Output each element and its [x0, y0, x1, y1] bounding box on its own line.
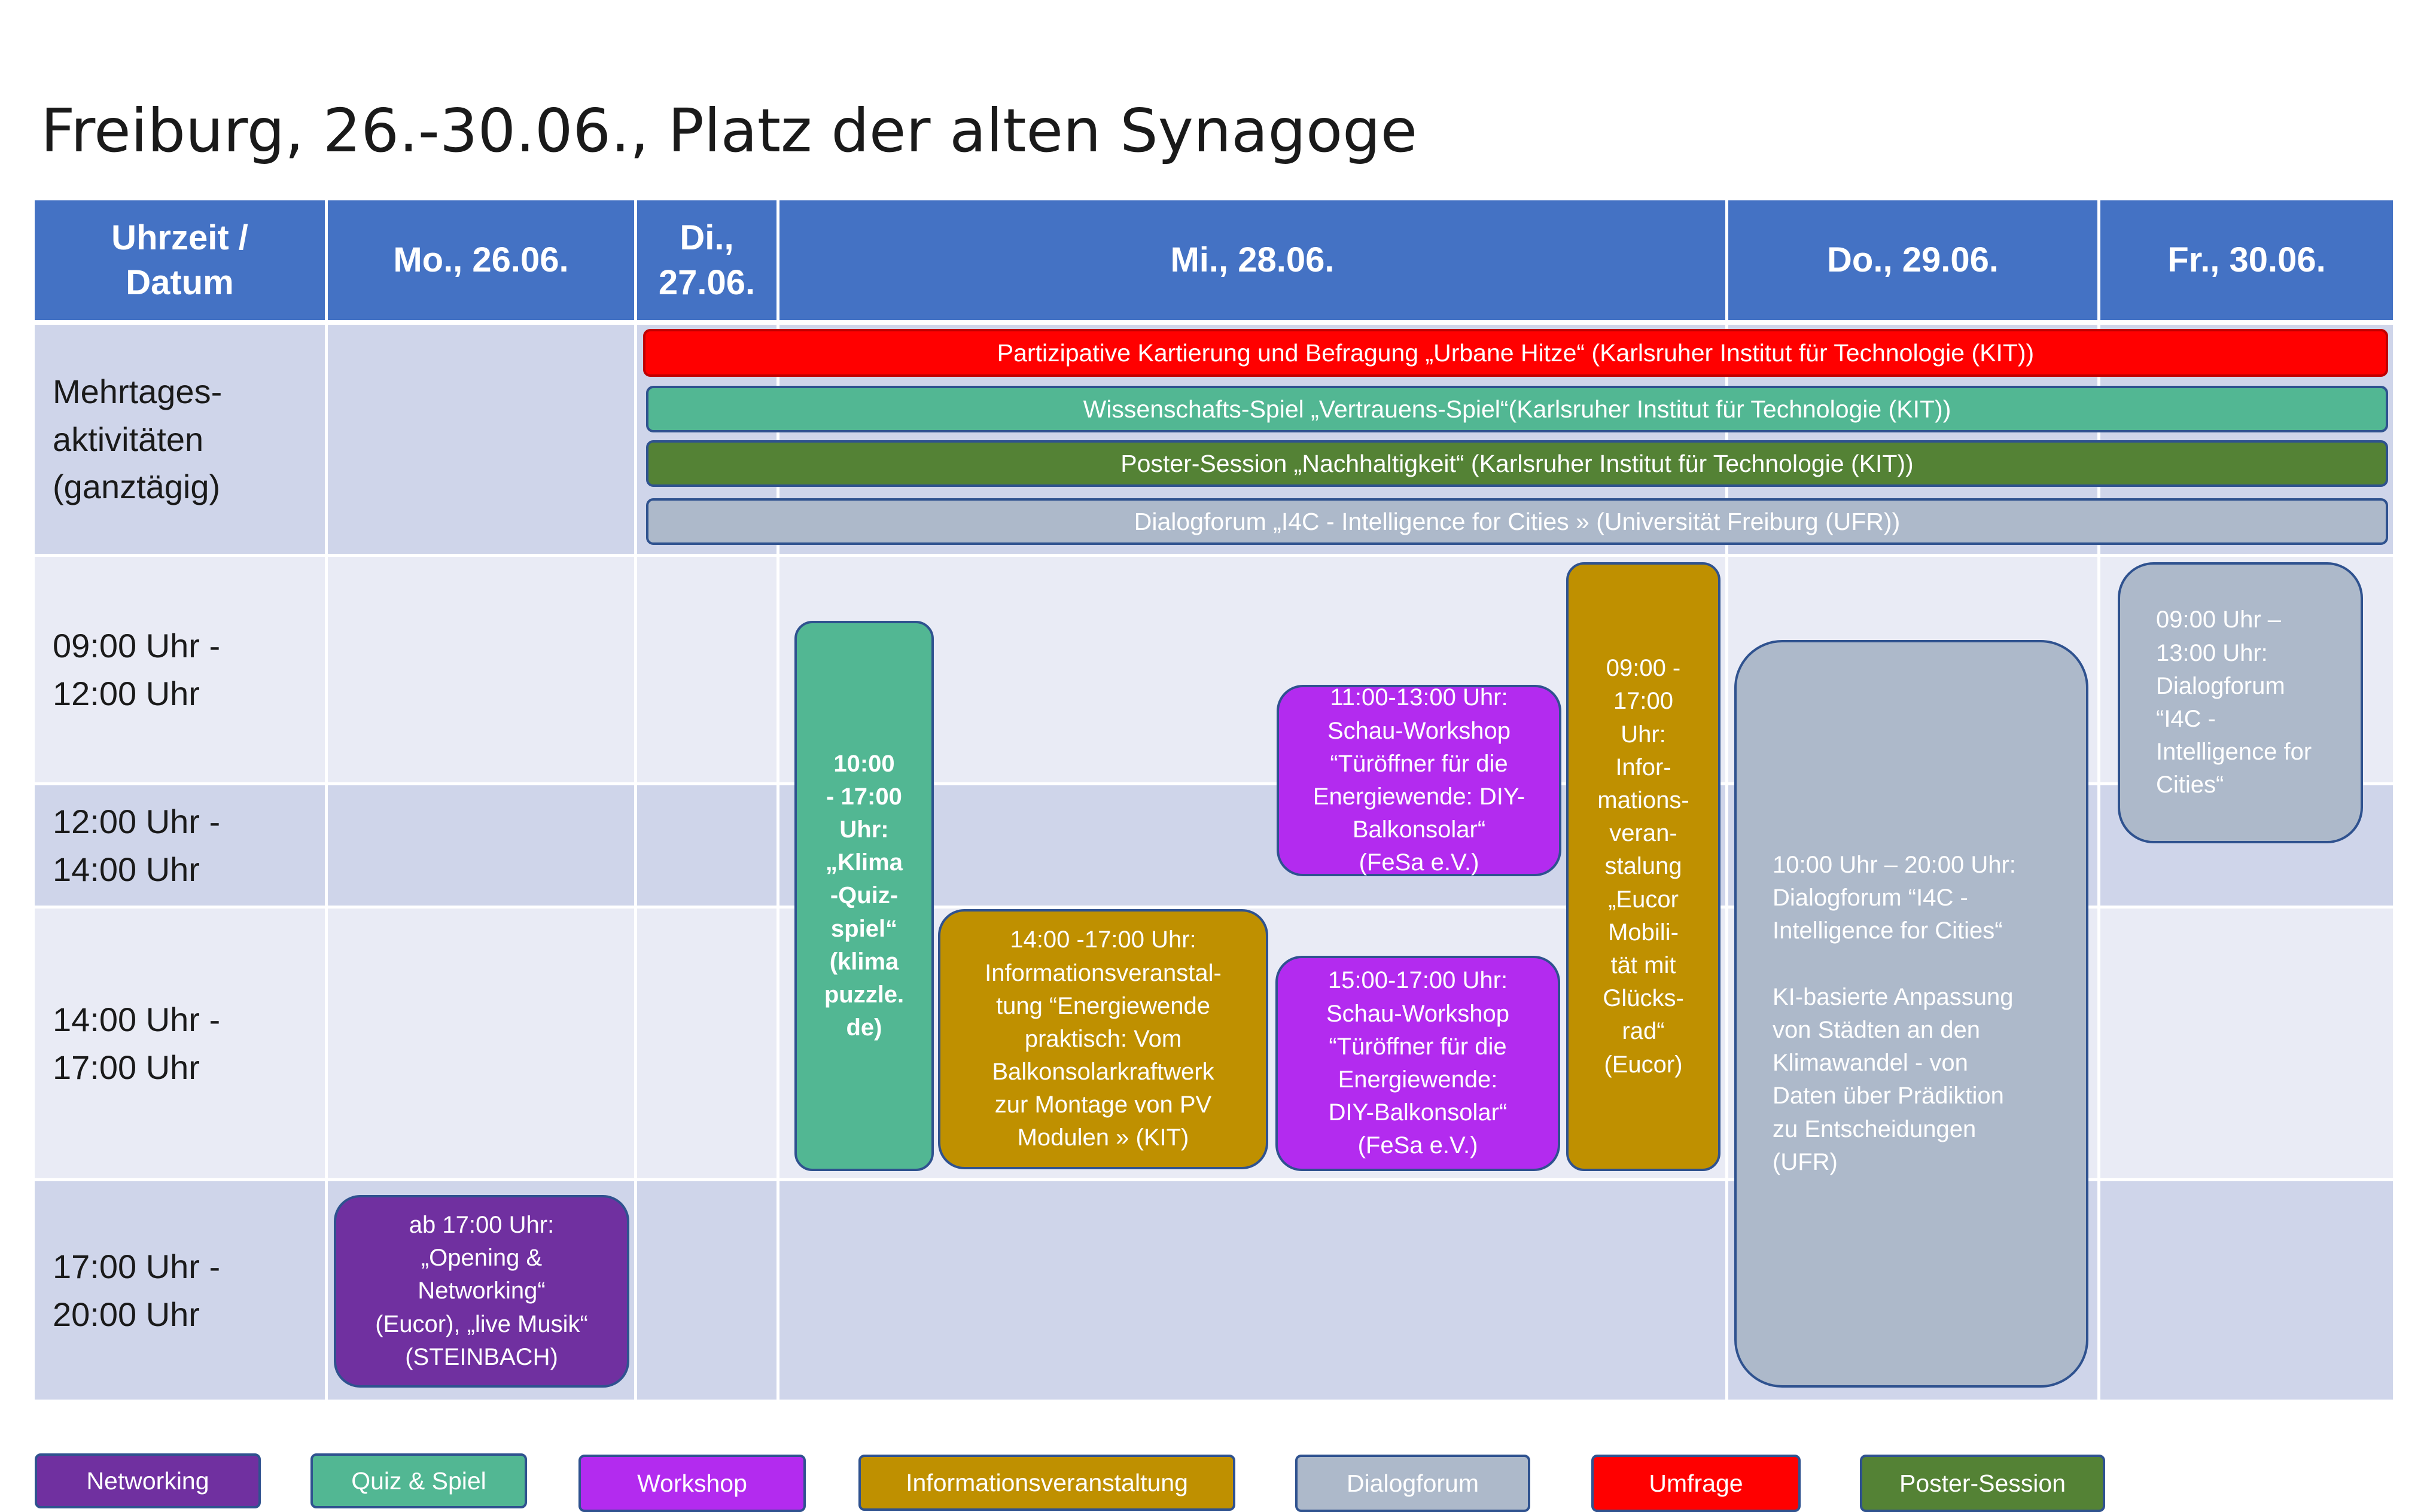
header-tuesday: Di., 27.06.: [637, 200, 776, 320]
legend-poster-session: Poster-Session: [1860, 1455, 2105, 1512]
event-dialogforum-thursday[interactable]: 10:00 Uhr – 20:00 Uhr: Dialogforum “I4C …: [1734, 640, 2088, 1388]
header-time-date: Uhrzeit / Datum: [35, 200, 325, 320]
legend-workshop: Workshop: [578, 1455, 806, 1512]
event-schau-workshop-1[interactable]: 11:00-13:00 Uhr: Schau-Workshop “Türöffn…: [1277, 684, 1561, 876]
header-wednesday: Mi., 28.06.: [779, 200, 1725, 320]
page-title: Freiburg, 26.-30.06., Platz der alten Sy…: [41, 96, 1418, 166]
event-eucor-mobilitaet[interactable]: 09:00 - 17:00 Uhr: Infor- mations- veran…: [1566, 562, 1720, 1171]
legend-networking: Networking: [35, 1453, 261, 1508]
grid-line: [2097, 200, 2100, 1400]
row-label-17-20: 17:00 Uhr - 20:00 Uhr: [53, 1247, 221, 1333]
row-label-12-14: 12:00 Uhr - 14:00 Uhr: [53, 802, 221, 888]
event-schau-workshop-2[interactable]: 15:00-17:00 Uhr: Schau-Workshop “Türöffn…: [1275, 956, 1560, 1171]
row-label-14-17: 14:00 Uhr - 17:00 Uhr: [53, 1000, 221, 1086]
legend-quiz-spiel: Quiz & Spiel: [310, 1453, 527, 1508]
row-label-multiday: Mehrtages- aktivitäten (ganztägig): [53, 373, 223, 506]
legend-umfrage: Umfrage: [1591, 1455, 1801, 1512]
bar-umfrage-urbane-hitze[interactable]: Partizipative Kartierung und Befragung „…: [643, 329, 2388, 377]
legend-dialogforum: Dialogforum: [1295, 1455, 1530, 1512]
legend-informationsveranstaltung: Informationsveranstaltung: [858, 1455, 1235, 1511]
bar-dialogforum-i4c[interactable]: Dialogforum „I4C - Intelligence for Citi…: [646, 498, 2388, 545]
event-opening-networking[interactable]: ab 17:00 Uhr: „Opening & Networking“ (Eu…: [334, 1195, 629, 1388]
grid-line: [1725, 200, 1728, 1400]
grid-line: [325, 200, 328, 1400]
event-dialogforum-friday[interactable]: 09:00 Uhr – 13:00 Uhr: Dialogforum “I4C …: [2118, 562, 2363, 843]
bar-poster-session[interactable]: Poster-Session „Nachhaltigkeit“ (Karlsru…: [646, 440, 2388, 487]
row-label-09-12: 09:00 Uhr - 12:00 Uhr: [53, 626, 221, 712]
header-monday: Mo., 26.06.: [328, 200, 634, 320]
event-info-energiewende-kit[interactable]: 14:00 -17:00 Uhr: Informationsveranstal-…: [938, 909, 1268, 1169]
event-klima-quizspiel[interactable]: 10:00 - 17:00 Uhr: „Klima -Quiz- spiel“ …: [794, 621, 934, 1171]
grid-line: [776, 200, 779, 1400]
grid-line: [634, 200, 637, 1400]
header-thursday: Do., 29.06.: [1728, 200, 2097, 320]
header-friday: Fr., 30.06.: [2100, 200, 2393, 320]
bar-vertrauens-spiel[interactable]: Wissenschafts-Spiel „Vertrauens-Spiel“(K…: [646, 386, 2388, 432]
